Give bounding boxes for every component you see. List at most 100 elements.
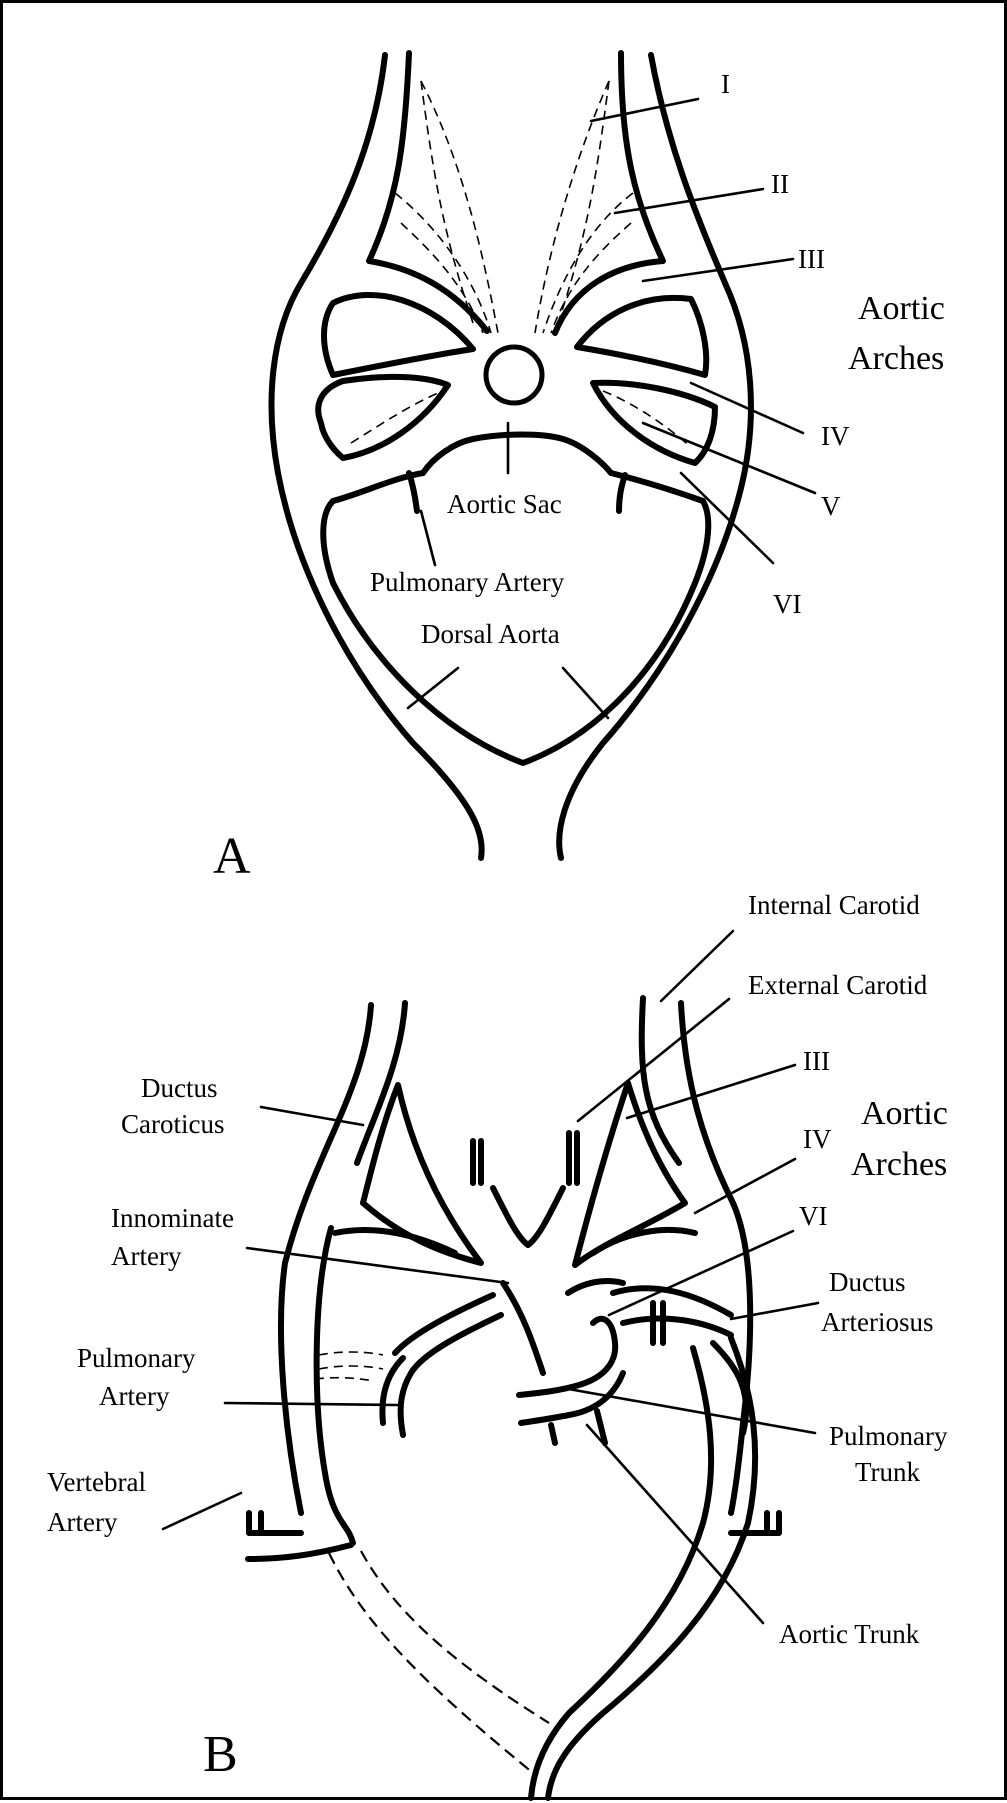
b-innominate-trunk xyxy=(500,1280,546,1376)
b-left-pulmonary-dashed xyxy=(314,1351,384,1382)
b-left-external-carotid xyxy=(470,1138,484,1186)
b-leader-iv xyxy=(693,1157,797,1215)
a-left-sixth-arch xyxy=(330,470,426,504)
b-left-arch-iv-outer xyxy=(332,1226,458,1256)
a-left-inner-wall xyxy=(366,50,490,334)
b-label-internal-carotid: Internal Carotid xyxy=(748,890,920,920)
a-leader-ii xyxy=(613,187,765,215)
a-right-sixth-arch xyxy=(608,470,706,504)
b-leader-pulmonary-trunk xyxy=(561,1386,817,1435)
a-leader-v xyxy=(641,421,817,495)
b-right-outer-wall xyxy=(678,1000,754,1516)
a-leader-vi xyxy=(679,471,775,565)
b-label-external-carotid: External Carotid xyxy=(748,970,928,1000)
b-left-arch-iii-loop xyxy=(360,1082,484,1266)
a-left-arch-v-loop xyxy=(315,373,451,461)
b-label-pulmonary-trunk-1: Pulmonary xyxy=(829,1421,948,1451)
a-leader-iv xyxy=(689,381,805,435)
a-dashed-arch-ii-right-2 xyxy=(550,222,632,334)
b-label-pulmonary-artery-1: Pulmonary xyxy=(77,1343,196,1373)
b-left-pulmonary-1 xyxy=(379,1355,406,1426)
b-right-descending-outer xyxy=(545,1335,759,1801)
b-label-aortic-trunk: Aortic Trunk xyxy=(779,1619,920,1649)
a-label-v: V xyxy=(821,491,841,521)
a-label-arches: Arches xyxy=(848,340,944,377)
b-left-lower-inner-wall xyxy=(313,1225,356,1546)
a-right-inner-wall xyxy=(552,50,666,336)
b-leader-pulmonary-artery xyxy=(223,1401,399,1407)
a-aortic-sac-lower xyxy=(420,431,614,476)
a-dashed-arch-i-left xyxy=(420,80,499,334)
b-leader-aortic-trunk xyxy=(585,1423,765,1625)
b-left-outer-wall xyxy=(278,1002,374,1516)
b-pulmonary-trunk-lower xyxy=(518,1370,626,1426)
a-label-aortic-sac: Aortic Sac xyxy=(447,489,562,519)
b-ductus-arteriosus-1 xyxy=(610,1285,734,1318)
b-right-arch-iv-outer xyxy=(590,1226,698,1256)
a-aortic-sac-ring xyxy=(483,344,545,406)
b-label-vi: VI xyxy=(799,1201,828,1231)
b-label-ductus-arteriosus-2: Arteriosus xyxy=(821,1307,933,1337)
b-leader-ductus-arteriosus xyxy=(729,1301,820,1321)
a-left-arch-iv-loop xyxy=(321,291,476,378)
a-dashed-arch-ii-left xyxy=(394,192,492,334)
a-label-iii: III xyxy=(798,244,825,274)
panel-b-drawing xyxy=(161,929,820,1801)
a-dashed-arch-i-right-2 xyxy=(557,80,610,324)
panel-a-letter: A xyxy=(213,828,251,885)
b-ductus-arteriosus-2 xyxy=(620,1315,734,1338)
b-label-innominate-artery-1: Innominate xyxy=(111,1203,234,1233)
b-label-pulmonary-artery-2: Artery xyxy=(99,1381,170,1411)
a-right-arch-iv-loop xyxy=(574,295,710,378)
a-dashed-arch-i-right xyxy=(534,80,610,334)
b-left-pulmonary-2 xyxy=(397,1312,504,1438)
b-aortic-trunk-stub-2 xyxy=(594,1408,608,1446)
a-label-pulmonary-artery: Pulmonary Artery xyxy=(370,567,565,597)
a-label-dorsal-aorta: Dorsal Aorta xyxy=(421,619,560,649)
b-label-innominate-artery-2: Artery xyxy=(111,1241,182,1271)
b-right-arch-trunk xyxy=(565,1278,626,1296)
b-right-inner-wall xyxy=(638,995,682,1166)
b-right-descending-inner xyxy=(528,1345,715,1801)
b-left-vertebral-stub xyxy=(246,1510,304,1536)
b-label-vertebral-artery-2: Artery xyxy=(47,1507,118,1537)
b-leader-vertebral-artery xyxy=(161,1491,243,1531)
b-left-subclavian-line xyxy=(245,1542,354,1562)
panel-a-drawing xyxy=(268,50,817,861)
b-regressed-aorta-dashed-2 xyxy=(360,1550,550,1724)
b-left-pulmonary-3 xyxy=(392,1292,496,1356)
a-label-vi: VI xyxy=(773,589,802,619)
b-label-ductus-arteriosus-1: Ductus xyxy=(829,1267,906,1297)
a-label-i: I xyxy=(721,69,730,99)
b-leader-external-carotid xyxy=(576,997,731,1123)
a-leader-i xyxy=(589,97,700,123)
a-dashed-arch-ii-left-2 xyxy=(400,222,484,334)
a-right-outer-wall xyxy=(556,52,754,861)
a-leader-dorsal-aorta-right xyxy=(561,666,610,720)
a-right-arch-v-loop xyxy=(590,379,718,466)
b-ductus-hook xyxy=(650,1300,666,1346)
b-label-arches: Arches xyxy=(851,1146,947,1183)
b-central-trunk-v xyxy=(490,1185,566,1248)
b-pulmonary-trunk-curl xyxy=(516,1315,619,1398)
a-right-pulmonary-stub xyxy=(616,472,628,514)
a-dashed-arch-v-left xyxy=(350,390,444,444)
b-leader-innominate-artery xyxy=(245,1246,510,1285)
b-label-pulmonary-trunk-2: Trunk xyxy=(855,1457,921,1487)
b-right-external-carotid xyxy=(566,1130,580,1186)
b-leader-iii xyxy=(625,1063,797,1120)
a-left-pulmonary-stub xyxy=(406,470,420,514)
a-label-aortic: Aortic xyxy=(858,290,945,327)
b-leader-internal-carotid xyxy=(659,929,735,1003)
a-leader-iii xyxy=(641,257,795,283)
b-label-iv: IV xyxy=(803,1124,832,1154)
b-leader-ductus-caroticus xyxy=(259,1105,365,1127)
b-label-ductus-caroticus-2: Caroticus xyxy=(121,1109,224,1139)
b-label-vertebral-artery-1: Vertebral xyxy=(47,1467,146,1497)
a-left-outer-wall xyxy=(268,52,485,861)
b-regressed-aorta-dashed-1 xyxy=(328,1552,534,1774)
b-right-vertebral-stub xyxy=(728,1510,782,1536)
a-dorsal-aorta-inner xyxy=(320,498,712,766)
b-label-aortic: Aortic xyxy=(861,1095,948,1132)
